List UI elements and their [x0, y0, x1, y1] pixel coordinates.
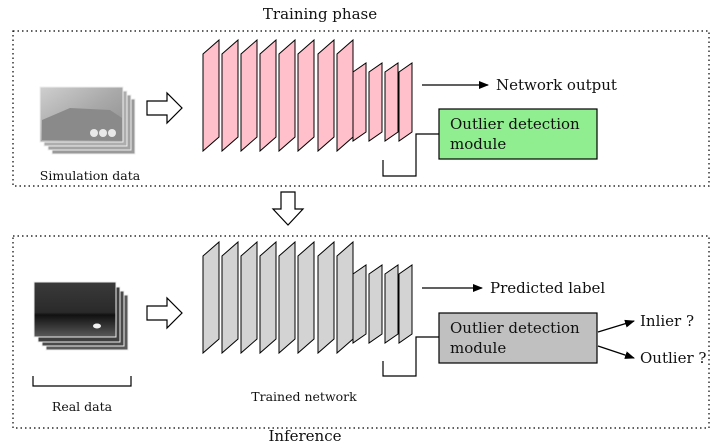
training-phase-title: Training phase — [263, 5, 377, 23]
simulation-data-image-stack — [39, 86, 136, 155]
layer-8 — [336, 38, 354, 153]
layer-6 — [297, 38, 315, 153]
real-data-caption: Real data — [52, 399, 113, 414]
inlier-arrow — [597, 319, 635, 333]
layer-11 — [384, 62, 399, 142]
layer-4 — [259, 240, 277, 355]
layer-3 — [240, 240, 258, 355]
layer-10 — [368, 264, 383, 344]
layer-10 — [368, 62, 383, 142]
training-input-arrow — [146, 91, 183, 125]
simulation-data-caption: Simulation data — [40, 168, 141, 183]
inference-box — [12, 235, 710, 429]
layer-11 — [384, 264, 399, 344]
layer-9 — [352, 62, 367, 142]
layer-12 — [398, 264, 413, 344]
layer-4 — [259, 38, 277, 153]
real-data-bracket — [32, 376, 132, 387]
layer-6 — [297, 240, 315, 355]
trained-network-caption: Trained network — [251, 389, 357, 404]
layer-1 — [202, 240, 220, 355]
layer-1 — [202, 38, 220, 153]
outlier-arrow — [597, 345, 635, 359]
training-outlier-detection-module — [438, 108, 598, 160]
inference-module-label-line1: Outlier detection — [450, 319, 580, 337]
predicted-label-text: Predicted label — [490, 279, 605, 297]
training-network-layers — [202, 38, 413, 153]
layer-7 — [317, 38, 335, 153]
inference-module-connector — [382, 336, 439, 377]
layer-5 — [278, 240, 296, 355]
layer-12 — [398, 62, 413, 142]
inference-input-arrow — [146, 296, 183, 330]
layer-3 — [240, 38, 258, 153]
trained-network-layers — [202, 240, 413, 355]
layer-9 — [352, 264, 367, 344]
layer-5 — [278, 38, 296, 153]
layer-8 — [336, 240, 354, 355]
training-phase-box — [12, 30, 710, 187]
real-data-image-stack — [33, 281, 129, 351]
phase-transition-arrow — [271, 191, 305, 226]
training-module-label-line1: Outlier detection — [450, 115, 580, 133]
training-module-connector — [382, 133, 439, 177]
inference-outlier-detection-module — [438, 312, 598, 364]
network-output-label: Network output — [496, 76, 617, 94]
training-module-label-line2: module — [450, 135, 506, 153]
layer-7 — [317, 240, 335, 355]
inference-title: Inference — [268, 427, 341, 445]
layer-2 — [221, 38, 239, 153]
outlier-label: Outlier ? — [640, 349, 706, 367]
layer-2 — [221, 240, 239, 355]
inference-module-label-line2: module — [450, 339, 506, 357]
inlier-label: Inlier ? — [640, 312, 694, 330]
